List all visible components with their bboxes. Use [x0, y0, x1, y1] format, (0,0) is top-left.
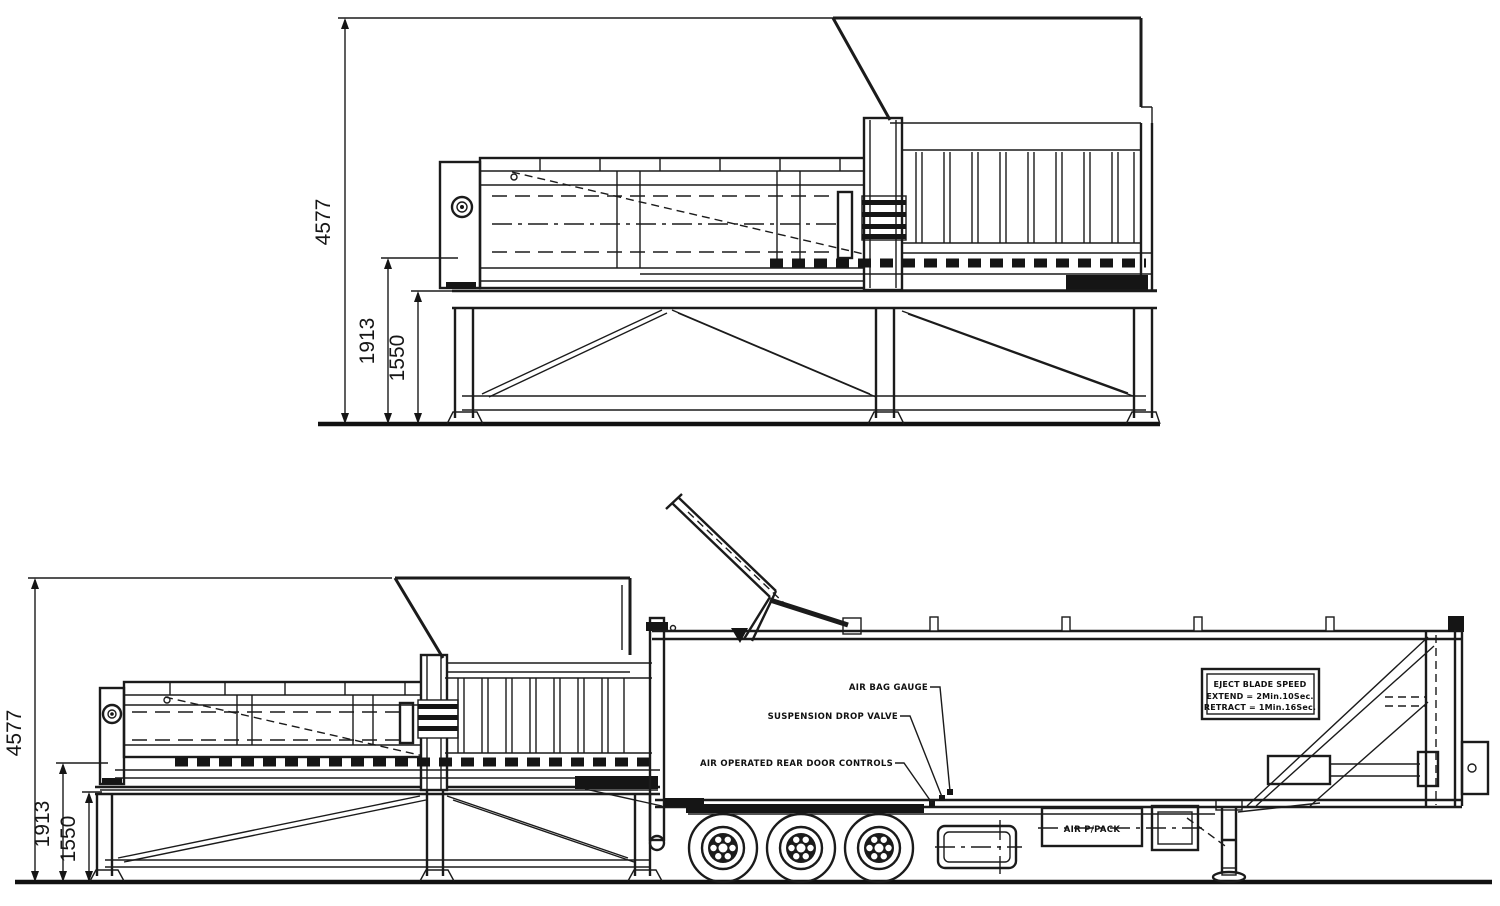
gooseneck-step — [1460, 740, 1490, 796]
support-platform-top — [446, 289, 1161, 425]
leader-suspension-drop-valve — [900, 715, 943, 798]
discharge-floor — [575, 776, 658, 789]
ram-centerlines — [492, 195, 838, 253]
drive-motor-bottom — [101, 703, 123, 725]
ram-rod-cap — [836, 190, 854, 260]
lid-hinge — [731, 628, 748, 643]
dim-1913-top: 1913 — [356, 318, 379, 365]
dimension-4577-top: 4577 — [312, 17, 833, 424]
eject-blade-speed-note: EJECT BLADE SPEED EXTEND = 2Min.10Sec. R… — [1200, 667, 1321, 721]
compactor-bottom — [98, 653, 663, 807]
callouts: AIR BAG GAUGE SUSPENSION DROP VALVE AIR … — [700, 683, 951, 804]
dimension-1550-bottom: 1550 — [57, 791, 102, 882]
callout-air-bag-gauge: AIR BAG GAUGE — [849, 683, 928, 693]
dim-4577-top: 4577 — [312, 199, 335, 246]
container-slats — [915, 152, 1135, 243]
dim-4577-bottom: 4577 — [3, 710, 26, 757]
hopper-top — [831, 16, 1153, 151]
bottom-view: 4577 1913 1550 — [3, 493, 1492, 885]
docking-block — [1066, 275, 1148, 290]
callout-rear-door-controls: AIR OPERATED REAR DOOR CONTROLS — [700, 759, 893, 769]
top-view: 4577 1913 1550 — [312, 16, 1161, 427]
support-platform-bottom — [89, 785, 663, 882]
wheel-2 — [765, 812, 837, 884]
dimension-1550-top: 1550 — [386, 290, 456, 424]
leader-rear-door-controls — [895, 762, 933, 804]
note-extend: EXTEND = 2Min.10Sec. — [1206, 692, 1313, 701]
storage-box — [935, 820, 1022, 874]
dimension-4577-bottom: 4577 — [3, 577, 392, 882]
blade-cylinder — [1266, 754, 1332, 786]
top-rail — [652, 629, 1462, 641]
dim-1550-top: 1550 — [386, 335, 409, 382]
eject-blade — [1246, 632, 1440, 808]
leader-air-bag-gauge — [930, 686, 951, 792]
ejector-trailer: AIR P/PACK — [646, 493, 1490, 884]
rear-door-pillar — [648, 616, 666, 842]
note-retract: RETRACT = 1Min.16Sec. — [1204, 703, 1316, 712]
note-title: EJECT BLADE SPEED — [1214, 680, 1307, 689]
air-power-pack: AIR P/PACK — [1038, 804, 1229, 852]
drive-motor-top — [450, 195, 474, 219]
dim-1550-bottom: 1550 — [57, 816, 80, 863]
dim-1913-bottom: 1913 — [31, 801, 54, 848]
cylinder-end-block — [438, 160, 482, 290]
dimension-1913-top: 1913 — [356, 257, 458, 424]
lid-cylinder — [769, 597, 849, 628]
air-p-pack-label: AIR P/PACK — [1064, 825, 1121, 835]
wheel-1 — [687, 812, 759, 884]
wheel-3 — [843, 812, 915, 884]
landing-leg — [1211, 799, 1321, 884]
open-lid — [665, 493, 862, 643]
suspension-valves — [929, 789, 953, 807]
ram-stroke-diagonal — [511, 171, 916, 267]
mudguard — [686, 804, 924, 813]
callout-suspension-drop-valve: SUSPENSION DROP VALVE — [768, 712, 898, 722]
chamber-slats — [457, 678, 625, 753]
discharge-chamber — [445, 677, 652, 754]
container-top — [640, 123, 1157, 291]
ram-rod-cap-bottom — [398, 701, 415, 745]
hopper-bottom — [393, 576, 652, 673]
